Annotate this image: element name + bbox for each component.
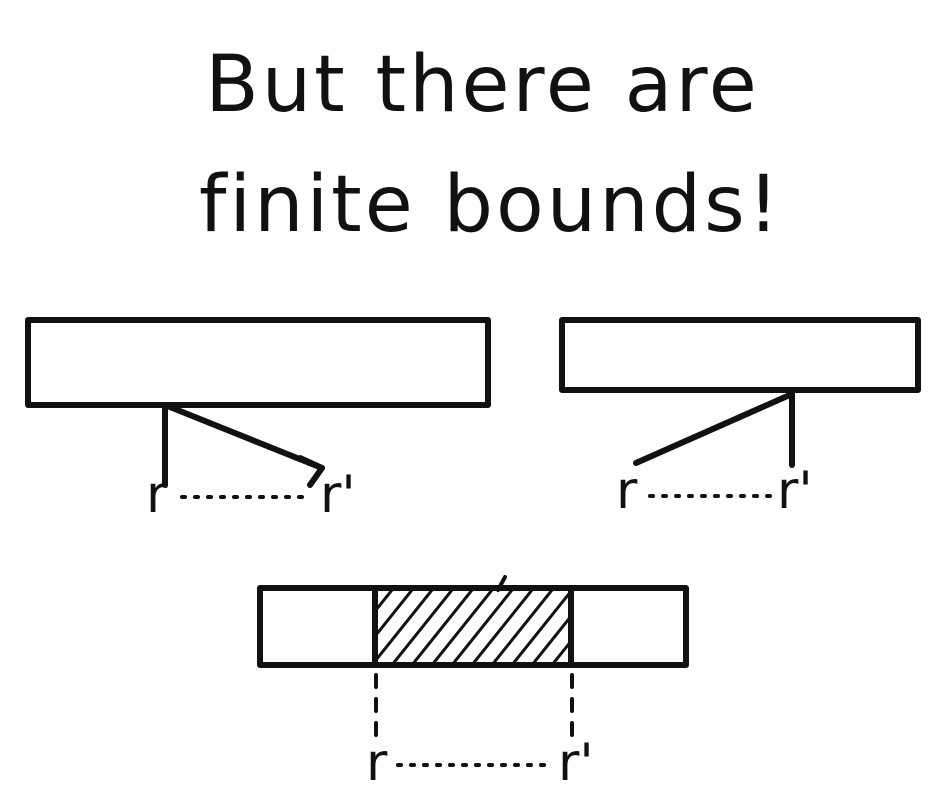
left-arrowhead [297,455,325,488]
right-panel: r r' [559,317,921,521]
left-bar [25,317,491,408]
title-line-2: finite bounds! [198,160,783,250]
hatched-region [375,588,571,665]
left-label-r-prime: r' [320,465,356,525]
bottom-tick-mark [496,575,507,592]
right-bar [559,317,921,393]
right-label-r: r [616,461,638,521]
left-label-r: r [146,465,168,525]
title-line-1: But there are [205,40,760,130]
right-label-r-prime: r' [777,461,813,521]
bottom-label-r: r [366,733,388,793]
bottom-bar [257,585,689,668]
bottom-label-r-prime: r' [558,733,594,793]
right-slanted-line [633,391,795,466]
left-arrow-shaft [162,402,325,471]
left-panel: r r' [25,317,491,525]
bottom-panel: r r' [257,575,689,793]
